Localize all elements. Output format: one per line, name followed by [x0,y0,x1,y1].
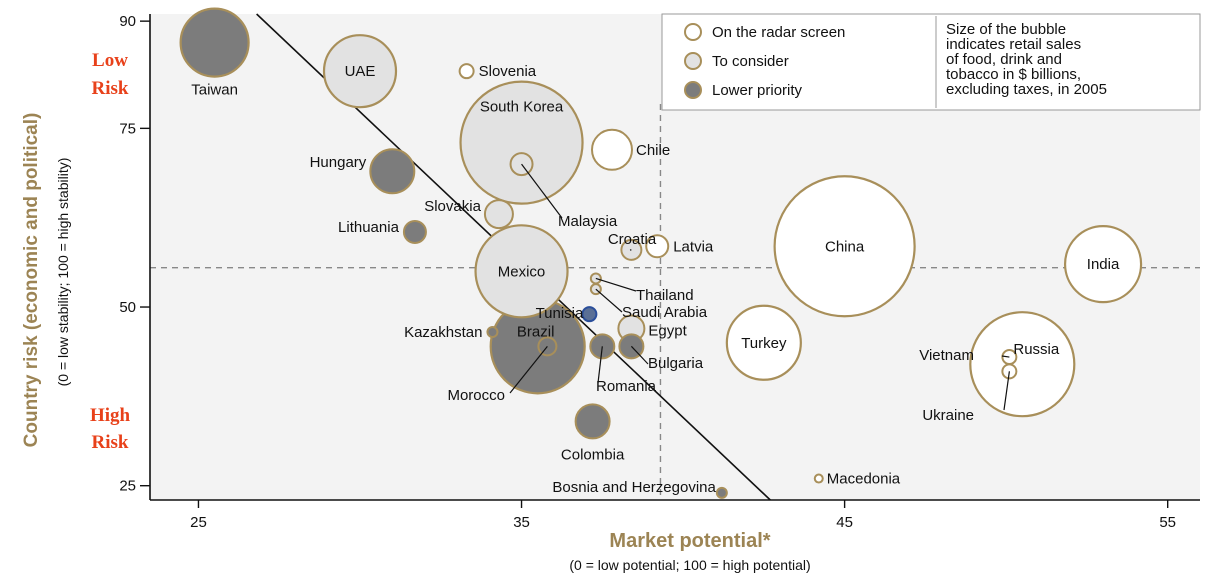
label-uae: UAE [345,63,376,80]
bubble-slovakia [483,199,514,230]
bubble-slovenia [458,63,475,80]
x-tick-label-55: 55 [1159,514,1176,531]
legend-marker-consider [684,52,702,70]
label-colombia: Colombia [561,446,625,463]
leader-morocco [509,345,548,394]
bubble-mexico [474,224,569,319]
x-axis-subtitle: (0 = low potential; 100 = high potential… [569,557,810,573]
bubble-colombia [574,403,611,440]
bubble-size-note-line: indicates retail sales [946,36,1081,53]
high-risk-label-line: High [90,405,131,426]
legend-label-consider: To consider [712,53,789,70]
y-axis-subtitle: (0 = low stability; 100 = high stability… [55,158,71,387]
leader-vietnam [1001,355,1010,358]
bubble-size-note-line: Size of the bubble [946,21,1066,38]
label-brazil: Brazil [517,323,555,340]
legend-label-radar: On the radar screen [712,24,845,41]
x-tick-label-35: 35 [513,514,530,531]
legend-marker-radar [684,23,702,41]
leader-malaysia [521,163,563,219]
y-axis-title: Country risk (economic and political) [21,113,42,448]
bubble-size-note-line: excluding taxes, in 2005 [946,81,1107,98]
label-croatia: Croatia [608,231,657,248]
x-tick-label-25: 25 [190,514,207,531]
label-hungary: Hungary [310,154,367,171]
bubble-size-note-line: of food, drink and [946,51,1062,68]
label-chile: Chile [636,142,670,159]
bubble-macedonia [813,473,824,484]
bubble-turkey [725,304,802,381]
label-latvia: Latvia [673,238,714,255]
label-morocco: Morocco [447,387,505,404]
label-tunisia: Tunisia [536,305,584,322]
bubble-bosnia-and-herzegovina [715,486,728,499]
y-tick-label-75: 75 [119,120,136,137]
label-egypt: Egypt [648,322,687,339]
label-malaysia: Malaysia [558,213,618,230]
label-ukraine: Ukraine [922,407,974,424]
label-lithuania: Lithuania [338,219,400,236]
x-axis-title: Market potential* [609,530,770,552]
label-turkey: Turkey [741,335,787,352]
label-vietnam: Vietnam [919,347,974,364]
bubble-latvia [645,234,670,259]
high-risk-label-line: Risk [92,432,129,453]
label-taiwan: Taiwan [191,82,238,99]
leader-saudi-arabia [595,288,623,313]
bubble-uae [322,34,398,109]
label-kazakhstan: Kazakhstan [404,324,482,341]
legend-label-lower: Lower priority [712,82,803,99]
bubble-lithuania [402,219,427,244]
label-bosnia-and-herzegovina: Bosnia and Herzegovina [552,479,716,496]
low-risk-label-line: Risk [92,78,129,99]
label-south-korea: South Korea [480,99,564,116]
bubble-layer [179,7,1143,499]
label-russia: Russia [1013,341,1060,358]
label-slovakia: Slovakia [424,198,481,215]
leader-thailand [595,277,637,292]
low-risk-label-line: Low [92,50,128,71]
leader-lines [509,163,1010,411]
label-bulgaria: Bulgaria [648,355,704,372]
label-china: China [825,238,865,255]
axes: 25 50 75 90 25 35 45 55 [119,13,1200,531]
label-saudi-arabia: Saudi Arabia [622,304,708,321]
y-tick-label-50: 50 [119,299,136,316]
leader-ukraine [1003,371,1010,411]
label-mexico: Mexico [498,263,546,280]
y-tick-label-90: 90 [119,13,136,30]
bubble-taiwan [179,7,250,78]
legend-marker-lower [684,81,702,99]
leader-bulgaria [630,345,649,365]
label-romania: Romania [596,378,657,395]
bubble-russia [969,311,1076,418]
legend-box [661,13,1201,111]
x-tick-label-45: 45 [836,514,853,531]
bubble-china [773,175,916,318]
label-macedonia: Macedonia [827,471,901,488]
label-slovenia: Slovenia [479,63,537,80]
bubble-tunisia [581,306,598,323]
bubble-hungary [369,148,416,195]
label-thailand: Thailand [636,287,694,304]
label-india: India [1087,256,1120,273]
bubble-kazakhstan [486,326,499,339]
bubble-size-note-line: tobacco in $ billions, [946,66,1081,83]
bubble-india [1063,225,1143,304]
leader-romania [597,346,603,384]
bubble-south-korea [459,80,584,205]
y-tick-label-25: 25 [119,478,136,495]
bubble-chile [591,128,633,171]
